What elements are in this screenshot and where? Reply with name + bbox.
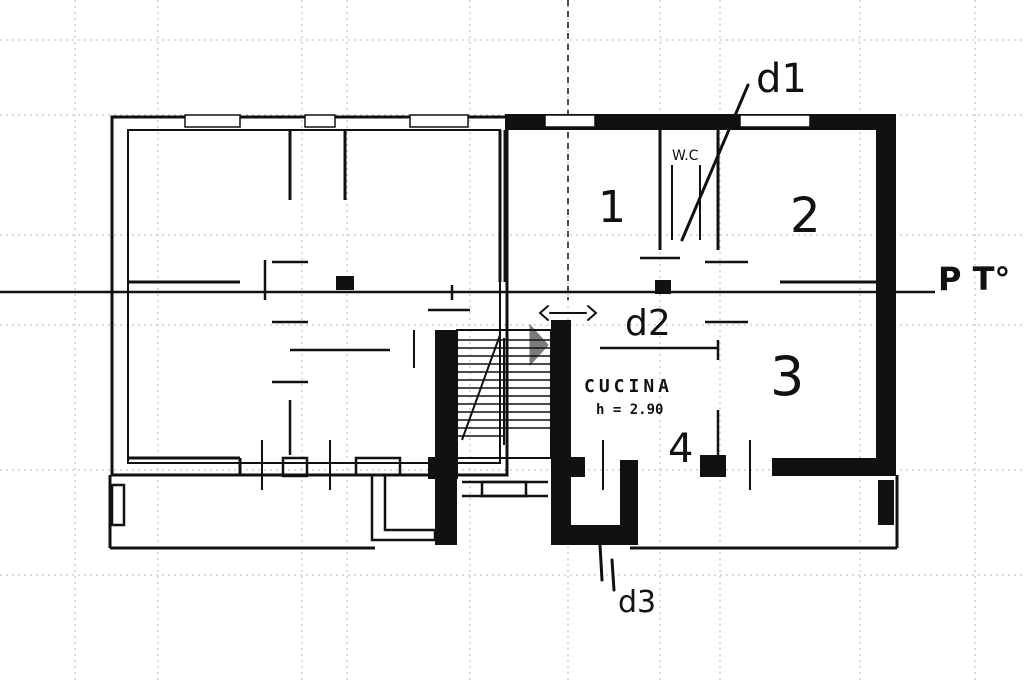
room-label-1: 1	[598, 182, 626, 233]
door-ticks	[263, 256, 748, 384]
room-label-4: 4	[668, 426, 693, 472]
room-label-2: 2	[790, 188, 821, 244]
dimension-label-d1: d1	[756, 56, 807, 102]
dimension-label-d2: d2	[625, 303, 671, 344]
thick-walls	[336, 114, 896, 545]
room-label-3: 3	[770, 345, 804, 408]
fixtures	[110, 456, 548, 542]
wc-label: W.C	[672, 148, 699, 164]
kitchen-label: CUCINA	[584, 376, 673, 397]
dimension-label-d3: d3	[618, 585, 656, 620]
annotation-strokes	[538, 83, 750, 592]
floor-level-label: P T°	[938, 260, 1010, 298]
interior-partitions	[128, 130, 876, 490]
windows-top	[184, 114, 811, 128]
wc-fixture	[671, 165, 701, 240]
kitchen-height-label: h = 2.90	[596, 402, 663, 418]
staircase	[456, 323, 552, 459]
